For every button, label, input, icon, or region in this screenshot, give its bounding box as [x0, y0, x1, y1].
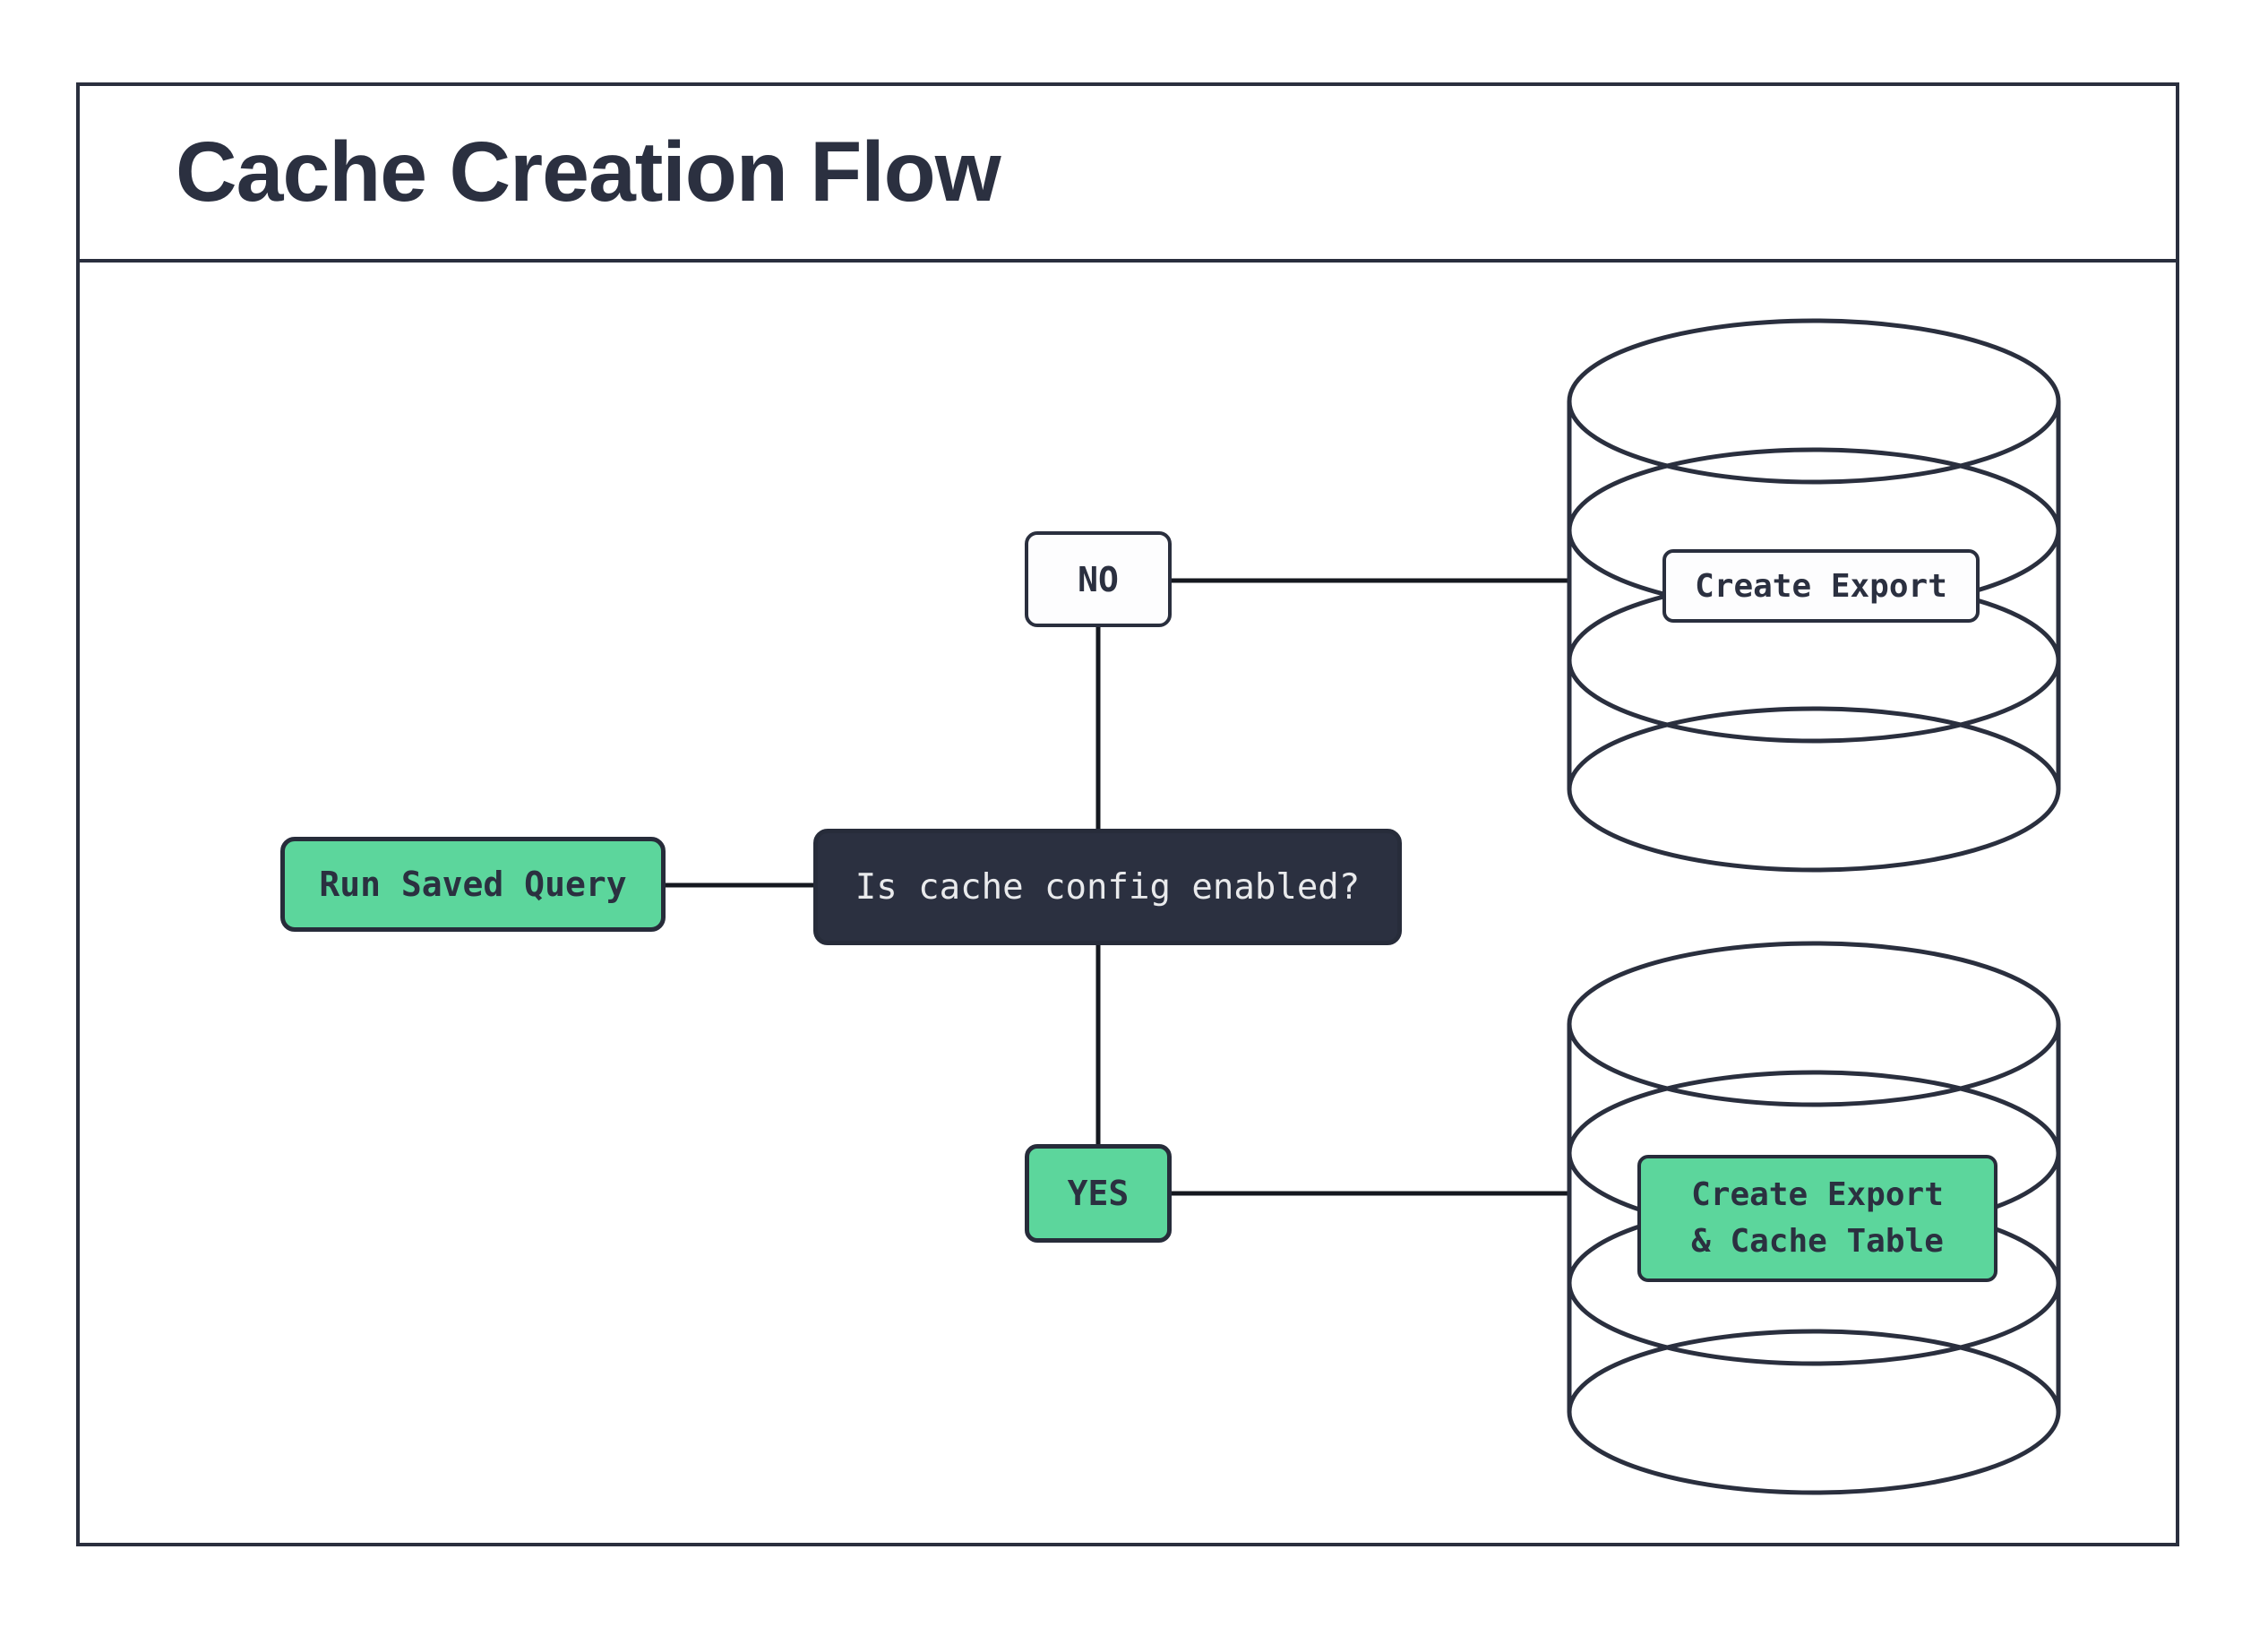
page-title: Cache Creation Flow: [176, 125, 1001, 220]
connectors: [666, 578, 1571, 1196]
node-branch-no: NO: [1025, 531, 1172, 627]
cylinder-top-disk: [1567, 318, 2061, 485]
title-bar: Cache Creation Flow: [80, 86, 2176, 263]
cylinder-disk: [1567, 1329, 2061, 1495]
cylinder-disk: [1567, 706, 2061, 873]
node-run-saved-query-label: Run Saved Query: [319, 865, 627, 904]
node-create-export: Create Export: [1662, 549, 1980, 623]
node-cache-config-decision-label: Is cache config enabled?: [855, 866, 1361, 908]
node-cache-config-decision: Is cache config enabled?: [813, 829, 1402, 945]
node-branch-yes-label: YES: [1067, 1174, 1130, 1213]
node-create-export-cache-line1: Create Export: [1691, 1176, 1944, 1213]
node-branch-yes: YES: [1025, 1144, 1172, 1243]
database-icon-export-cache: [1567, 941, 2061, 1495]
cylinder-top-disk: [1567, 941, 2061, 1107]
node-create-export-cache-table: Create Export & Cache Table: [1637, 1155, 1997, 1282]
outer-frame: Cache Creation Flow: [76, 82, 2179, 1546]
database-icon-export: [1567, 318, 2061, 873]
node-branch-no-label: NO: [1078, 559, 1119, 599]
node-create-export-label: Create Export: [1695, 567, 1947, 605]
node-create-export-cache-line2: & Cache Table: [1691, 1223, 1944, 1260]
node-run-saved-query: Run Saved Query: [280, 837, 666, 932]
